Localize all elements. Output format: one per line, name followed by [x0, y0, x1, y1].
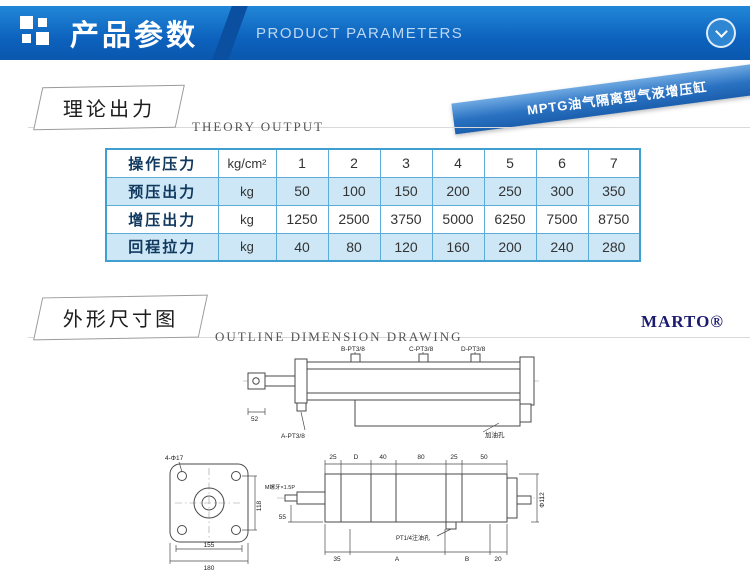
label-top-dim-4: 25: [450, 454, 458, 461]
brand-logo: MARTO®: [641, 312, 724, 331]
row-label: 回程拉力: [105, 232, 219, 262]
cell: 280: [587, 232, 641, 262]
divider: [28, 127, 750, 128]
label-bottom-dim-3: 20: [494, 556, 502, 563]
label-bottom-dim-1: A: [395, 556, 400, 563]
cell: 5: [483, 148, 537, 178]
cell: 2: [327, 148, 381, 178]
cylinder-dimension-view: [284, 473, 532, 530]
side-view-dimensions: [288, 460, 539, 555]
page-title: 产品参数: [70, 20, 199, 52]
brand-squares-icon: [20, 16, 54, 50]
chevron-down-icon: [714, 24, 728, 38]
cell: 200: [483, 232, 537, 262]
cell: 7500: [535, 204, 589, 234]
label-top-dim-2: 40: [379, 454, 387, 461]
label-bottom-dim-0: 35: [333, 556, 341, 563]
label-dim-118: 118: [256, 500, 263, 511]
header: 产品参数 PRODUCT PARAMETERS: [0, 6, 750, 60]
cell: 160: [431, 232, 485, 262]
product-ribbon: MPTG油气隔离型气液增压缸: [451, 60, 750, 135]
theory-output-table: 操作压力 kg/cm² 1 2 3 4 5 6 7 预压出力 kg 50 100…: [105, 148, 641, 262]
cell: 3: [379, 148, 433, 178]
section-outline-heading: 外形尺寸图 OUTLINE DIMENSION DRAWING: [33, 294, 463, 344]
chevron-down-button[interactable]: [706, 18, 736, 48]
section-title-outline: 外形尺寸图: [62, 309, 179, 331]
label-oil-hole: 加油孔: [485, 430, 505, 439]
section-subtitle-outline: OUTLINE DIMENSION DRAWING: [215, 329, 463, 344]
table-row: 预压出力 kg 50 100 150 200 250 300 350: [105, 176, 641, 206]
section-title-frame: 理论出力: [33, 84, 185, 131]
row-unit: kg: [217, 176, 277, 206]
label-top-dim-0: 25: [329, 454, 337, 461]
label-dim-55: 55: [279, 514, 287, 521]
header-divider: [212, 6, 248, 60]
label-top-dim-3: 80: [417, 454, 425, 461]
row-label: 预压出力: [105, 176, 219, 206]
table-row: 回程拉力 kg 40 80 120 160 200 240 280: [105, 232, 641, 262]
flange-front-view: [169, 463, 249, 543]
label-top-dim-5: 50: [480, 454, 488, 461]
cell: 2500: [327, 204, 381, 234]
cell: 150: [379, 176, 433, 206]
label-bolt-holes: 4-Φ17: [165, 455, 184, 462]
cell: 100: [327, 176, 381, 206]
cell: 6250: [483, 204, 537, 234]
cell: 8750: [587, 204, 641, 234]
cell: 350: [587, 176, 641, 206]
cell: 250: [483, 176, 537, 206]
table-row: 增压出力 kg 1250 2500 3750 5000 6250 7500 87…: [105, 204, 641, 234]
cell: 240: [535, 232, 589, 262]
cylinder-top-view: [247, 353, 535, 427]
label-dim-52: 52: [251, 416, 259, 423]
section-title-theory: 理论出力: [62, 99, 156, 121]
label-thread: M螺牙×1.5P: [265, 483, 295, 491]
cell: 6: [535, 148, 589, 178]
cell: 7: [587, 148, 641, 178]
cell: 4: [431, 148, 485, 178]
cell: 40: [275, 232, 329, 262]
section-title-frame: 外形尺寸图: [33, 294, 208, 341]
cell: 300: [535, 176, 589, 206]
label-bottom-dim-2: B: [465, 556, 469, 563]
cell: 5000: [431, 204, 485, 234]
table-row: 操作压力 kg/cm² 1 2 3 4 5 6 7: [105, 148, 641, 178]
row-unit: kg: [217, 232, 277, 262]
cell: 80: [327, 232, 381, 262]
label-port-c: C-PT3/8: [409, 346, 434, 353]
label-dim-180: 180: [204, 565, 215, 572]
cell: 120: [379, 232, 433, 262]
outline-dimension-drawing: B-PT3/8 C-PT3/8 D-PT3/8 A-PT3/8 52 加油孔 4…: [165, 346, 547, 572]
page-subtitle: PRODUCT PARAMETERS: [256, 24, 464, 42]
label-port-d: D-PT3/8: [461, 346, 486, 353]
cell: 1250: [275, 204, 329, 234]
cell: 1: [275, 148, 329, 178]
section-subtitle-theory: THEORY OUTPUT: [192, 119, 325, 134]
top-view-leaders: [247, 352, 500, 433]
row-label: 增压出力: [105, 204, 219, 234]
label-dia-112: Φ112: [539, 492, 546, 508]
label-oil-fill: PT1/4注油孔: [396, 534, 430, 542]
label-dim-155: 155: [204, 542, 215, 549]
cell: 50: [275, 176, 329, 206]
cell: 3750: [379, 204, 433, 234]
label-port-a: A-PT3/8: [281, 433, 305, 440]
row-label: 操作压力: [105, 148, 219, 178]
label-top-dim-1: D: [354, 454, 359, 461]
label-port-b: B-PT3/8: [341, 346, 365, 353]
row-unit: kg/cm²: [217, 148, 277, 178]
row-unit: kg: [217, 204, 277, 234]
flange-dimensions: [169, 461, 257, 564]
section-theory-heading: 理论出力 THEORY OUTPUT: [33, 84, 324, 134]
cell: 200: [431, 176, 485, 206]
divider: [28, 337, 750, 338]
